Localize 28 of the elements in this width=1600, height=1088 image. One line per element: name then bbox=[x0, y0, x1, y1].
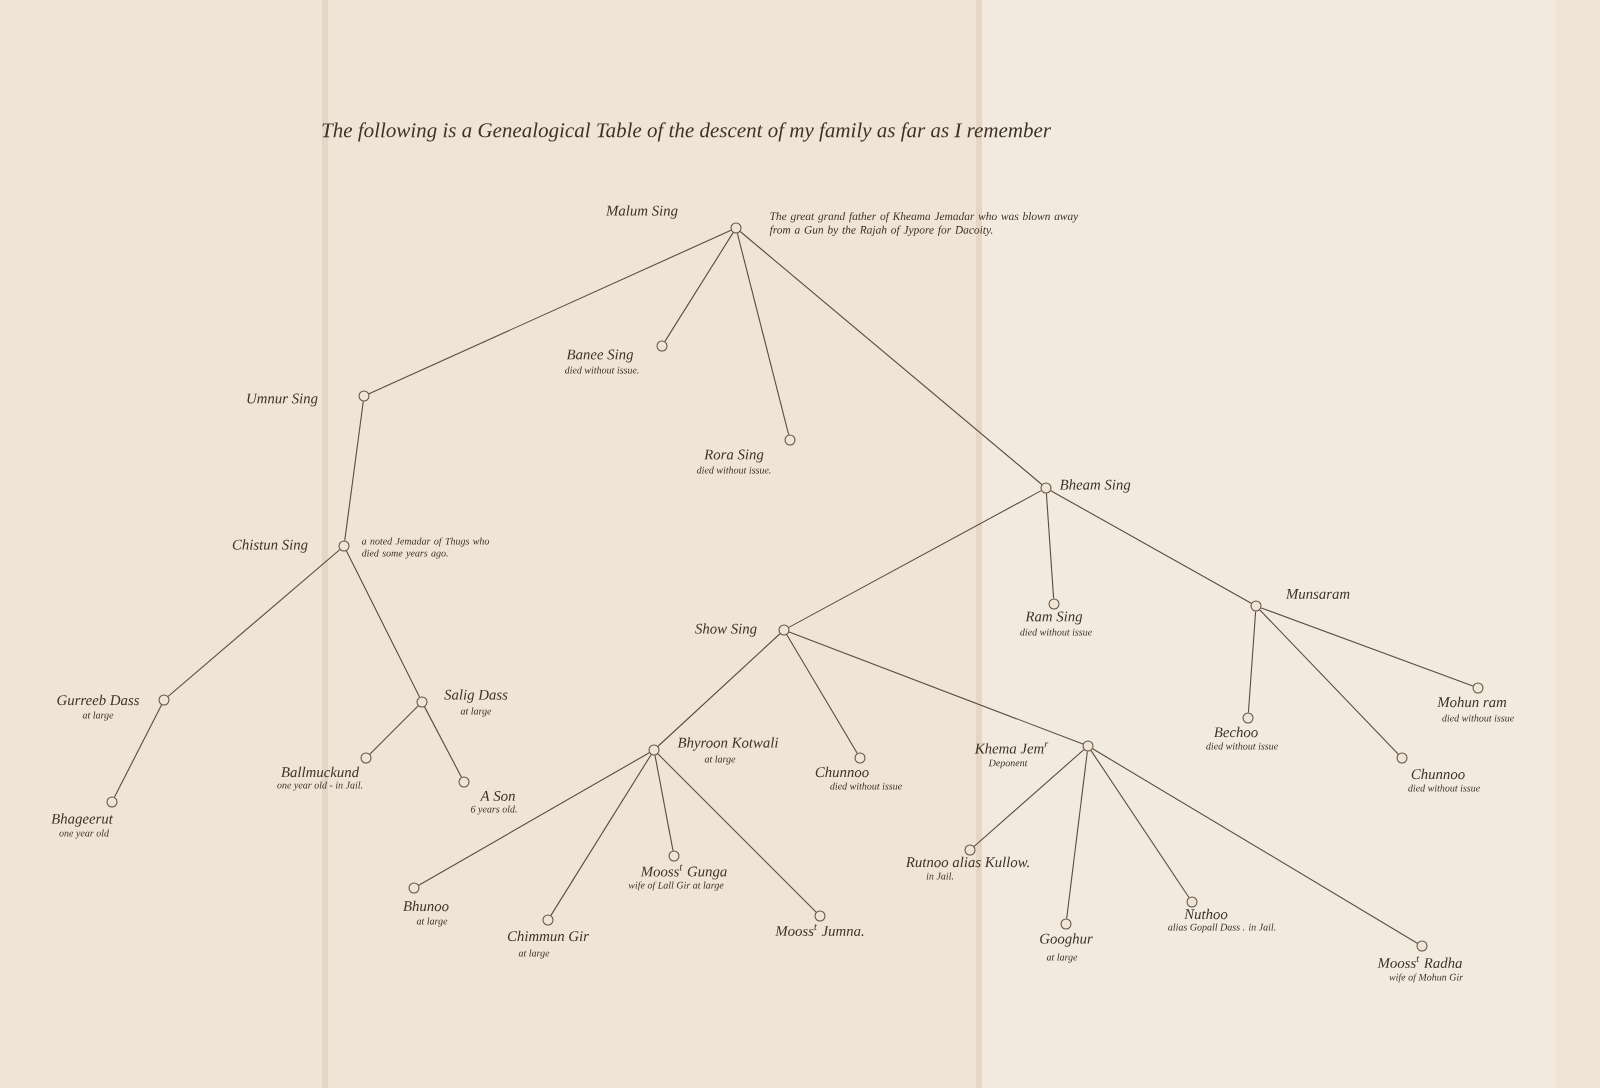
connector-line bbox=[550, 754, 652, 916]
connector-line bbox=[418, 752, 650, 886]
connector-line bbox=[786, 634, 858, 754]
connector-line bbox=[664, 232, 734, 342]
connector-line bbox=[973, 749, 1085, 847]
connector-line bbox=[167, 549, 341, 697]
connector-line bbox=[736, 232, 790, 436]
connector-line bbox=[1050, 490, 1252, 604]
connector-line bbox=[424, 706, 462, 778]
connector-line bbox=[1260, 607, 1474, 687]
connector-line bbox=[369, 705, 419, 755]
connector-line bbox=[344, 400, 364, 542]
connector-line bbox=[1090, 750, 1190, 898]
connector-line bbox=[113, 704, 163, 798]
connector-line bbox=[1045, 492, 1055, 600]
connector-line bbox=[1092, 748, 1418, 944]
connector-line bbox=[1247, 610, 1257, 714]
connector-line bbox=[788, 631, 1084, 745]
connector-line bbox=[657, 753, 817, 913]
connector-line bbox=[654, 754, 674, 852]
connector-line bbox=[788, 490, 1042, 628]
connector-line bbox=[1259, 609, 1399, 755]
connector-line bbox=[657, 633, 781, 747]
connector-line bbox=[1066, 750, 1088, 920]
connector-line bbox=[368, 229, 732, 395]
connector-line bbox=[345, 550, 421, 698]
connector-line bbox=[739, 231, 1043, 486]
title: The following is a Genealogical Table of the descent of my family as far as I remember bbox=[322, 122, 1052, 142]
